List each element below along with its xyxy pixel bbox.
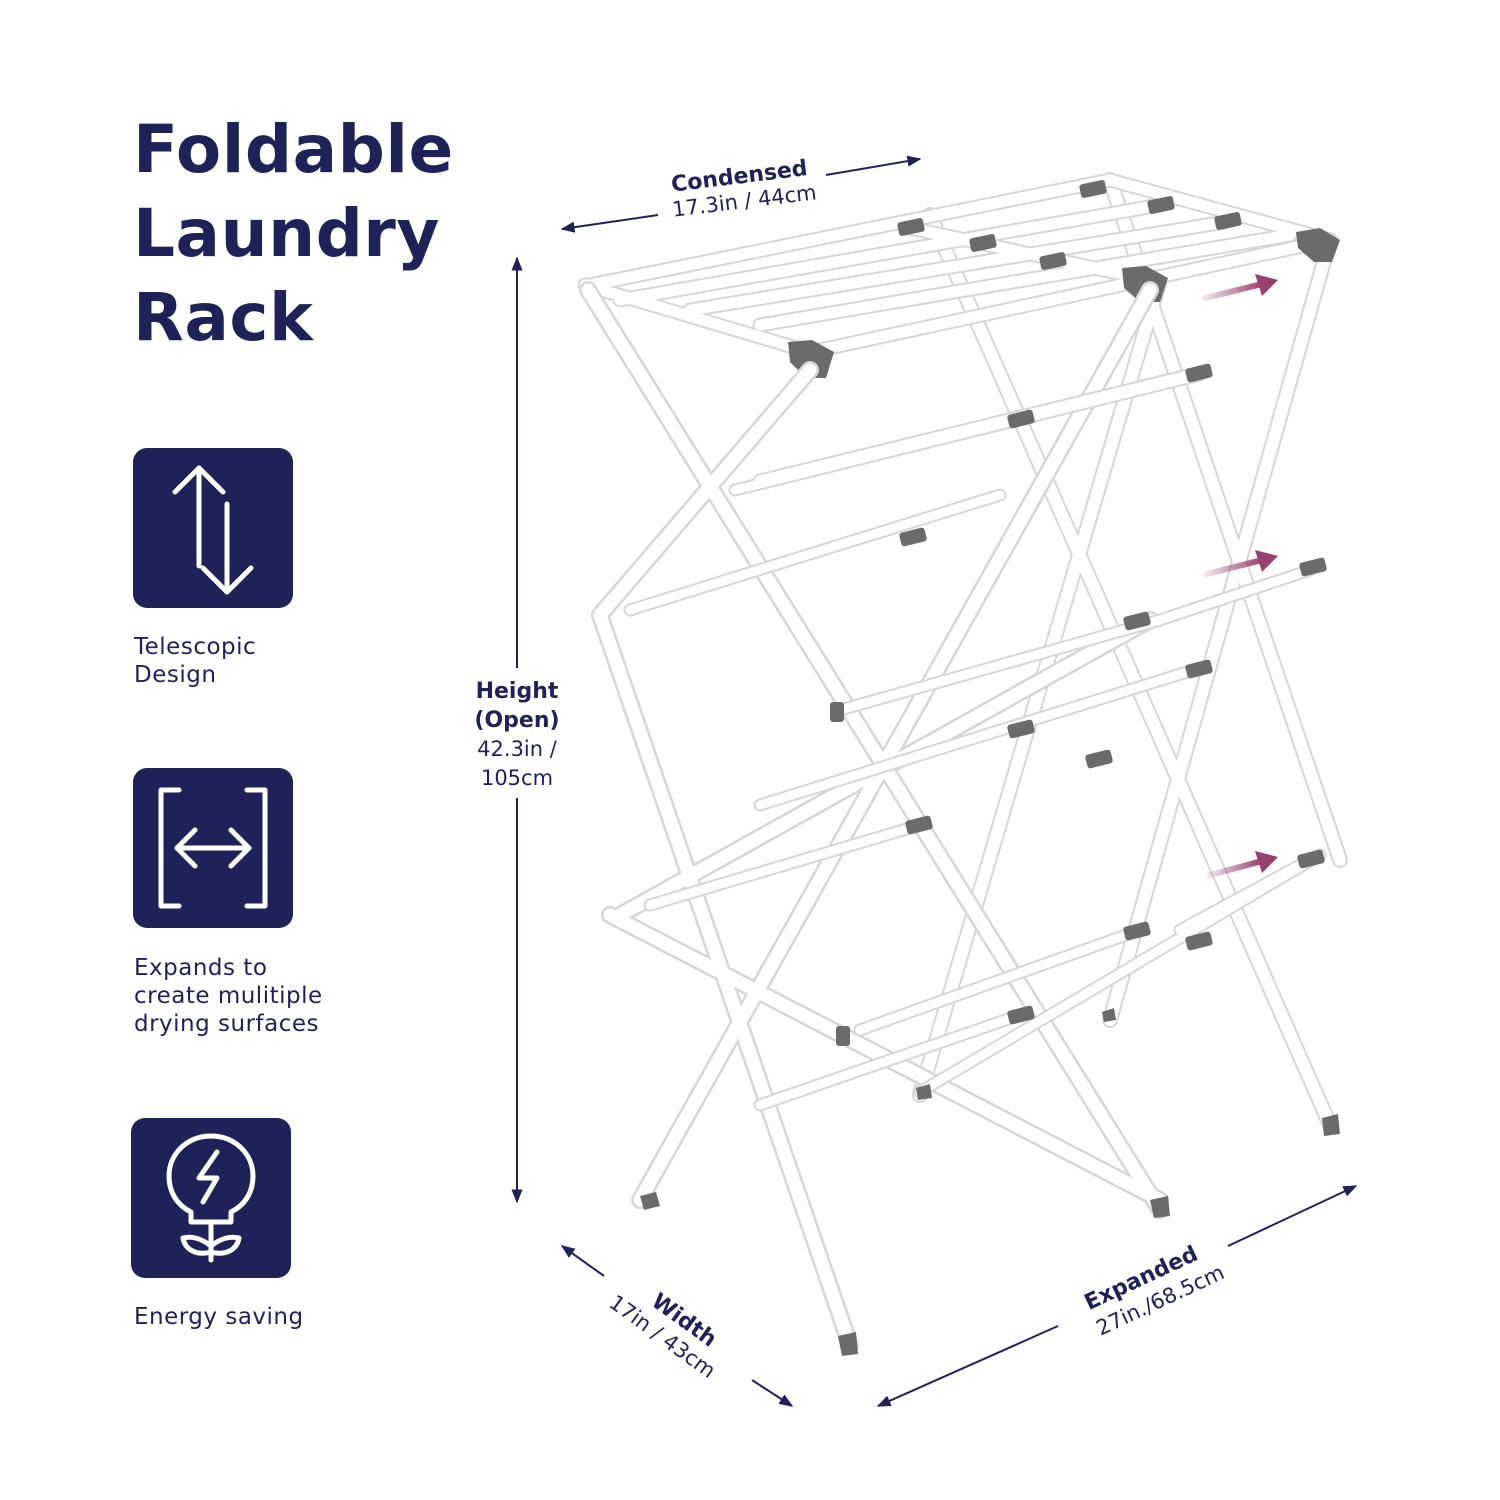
feature-expands-tile	[133, 768, 293, 928]
page-title: Foldable Laundry Rack	[133, 108, 454, 360]
height-label-line1: Height	[476, 679, 559, 704]
title-line-3: Rack	[133, 279, 314, 356]
expansion-arrows	[1202, 274, 1278, 878]
telescopic-arrows-icon	[172, 465, 254, 595]
feature-expands-label: Expands to create mulitiple drying surfa…	[134, 955, 323, 1037]
energy-bulb-icon	[166, 1133, 256, 1263]
dimension-height: Height (Open) 42.3in / 105cm	[474, 256, 560, 1204]
height-value-line2: 105cm	[481, 766, 553, 790]
feature-energy-tile	[131, 1118, 291, 1278]
dimension-expanded: Expanded 27in./68.5cm	[876, 1185, 1358, 1407]
expansion-arrow-middle	[1204, 550, 1278, 577]
feature-telescopic-tile	[133, 448, 293, 608]
feature-telescopic-label: Telescopic Design	[134, 634, 257, 688]
dimension-condensed: Condensed 17.3in / 44cm	[560, 155, 922, 233]
height-label-line2: (Open)	[474, 708, 559, 733]
title-line-2: Laundry	[133, 195, 440, 272]
expand-brackets-icon	[158, 787, 268, 909]
dimension-width: Width 17in / 43cm	[560, 1245, 794, 1407]
expansion-arrow-top	[1202, 274, 1278, 301]
feature-energy-label: Energy saving	[134, 1304, 304, 1330]
rack-top-shelf	[577, 172, 1340, 378]
height-value-line1: 42.3in /	[477, 737, 558, 761]
title-line-1: Foldable	[133, 111, 454, 188]
rack-cross-rails	[623, 363, 1340, 1356]
expansion-arrow-bottom	[1207, 851, 1278, 878]
